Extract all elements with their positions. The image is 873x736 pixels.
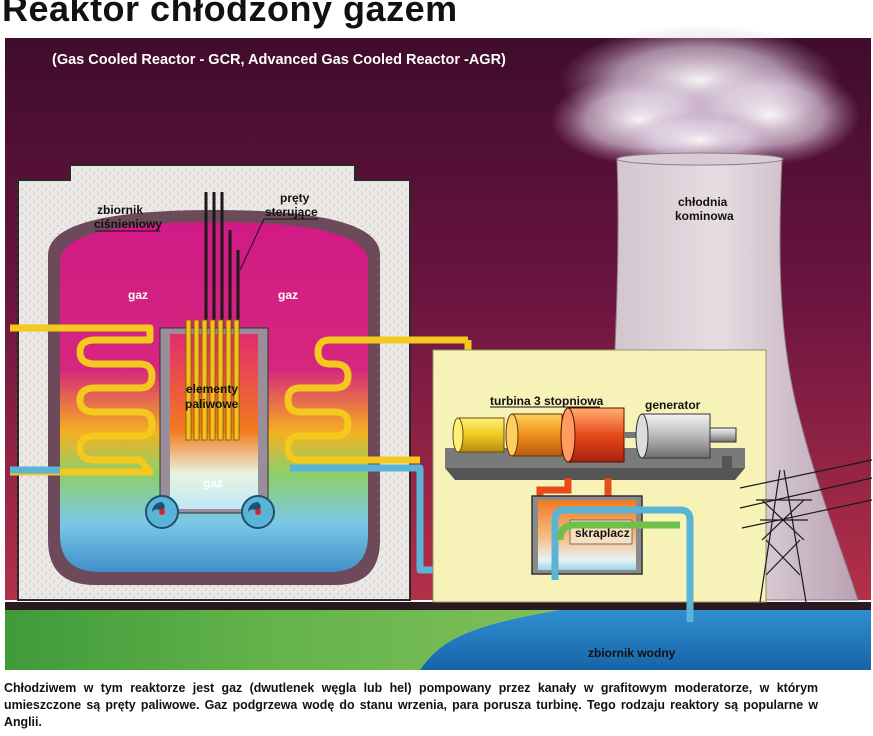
steam-cloud (550, 25, 860, 170)
fuel-elements-label-2: paliwowe (185, 397, 239, 411)
water-reservoir-label: zbiornik wodny (588, 646, 676, 660)
turbine-label: turbina 3 stopniowa (490, 394, 604, 408)
water-reservoir (420, 610, 871, 670)
control-rods-label-2: sterujące (265, 205, 318, 219)
caption: Chłodziwem w tym reaktorze jest gaz (dwu… (4, 680, 819, 729)
gas-label-right: gaz (278, 288, 298, 302)
condenser-label: skraplacz (575, 526, 630, 540)
turbine-stage-1 (452, 417, 505, 453)
turbine-stage-2 (505, 413, 563, 457)
fuel-elements (185, 319, 240, 441)
fuel-elements-label-1: elementy (186, 382, 238, 396)
power-pylon (739, 459, 873, 603)
gas-blower-left (145, 495, 179, 529)
grass (5, 610, 560, 670)
ground-line (5, 602, 871, 610)
heat-exchanger-right (284, 336, 468, 464)
gas-blower-right (241, 495, 275, 529)
graphite-core (159, 327, 269, 514)
control-rods (204, 192, 240, 330)
control-rods-label-1: pręty (280, 191, 310, 205)
turbine-stage-3 (560, 407, 625, 463)
page-title: Reaktor chłodzony gazem (2, 0, 458, 29)
gas-label-left: gaz (128, 288, 148, 302)
heat-exchanger-left (10, 324, 156, 476)
cooling-tower-label-2: kominowa (675, 209, 734, 223)
subtitle: (Gas Cooled Reactor - GCR, Advanced Gas … (52, 52, 506, 68)
gas-label-bottom: gaz (203, 476, 223, 490)
cooling-water-loop (551, 506, 694, 622)
generator-label: generator (645, 398, 701, 412)
generator (635, 413, 737, 472)
pressure-vessel-label-2: ciśnieniowy (94, 217, 162, 231)
turbine-shaft (624, 432, 642, 438)
cooling-tower-label-1: chłodnia (678, 195, 728, 209)
pressure-vessel-label-1: zbiornik (97, 203, 143, 217)
